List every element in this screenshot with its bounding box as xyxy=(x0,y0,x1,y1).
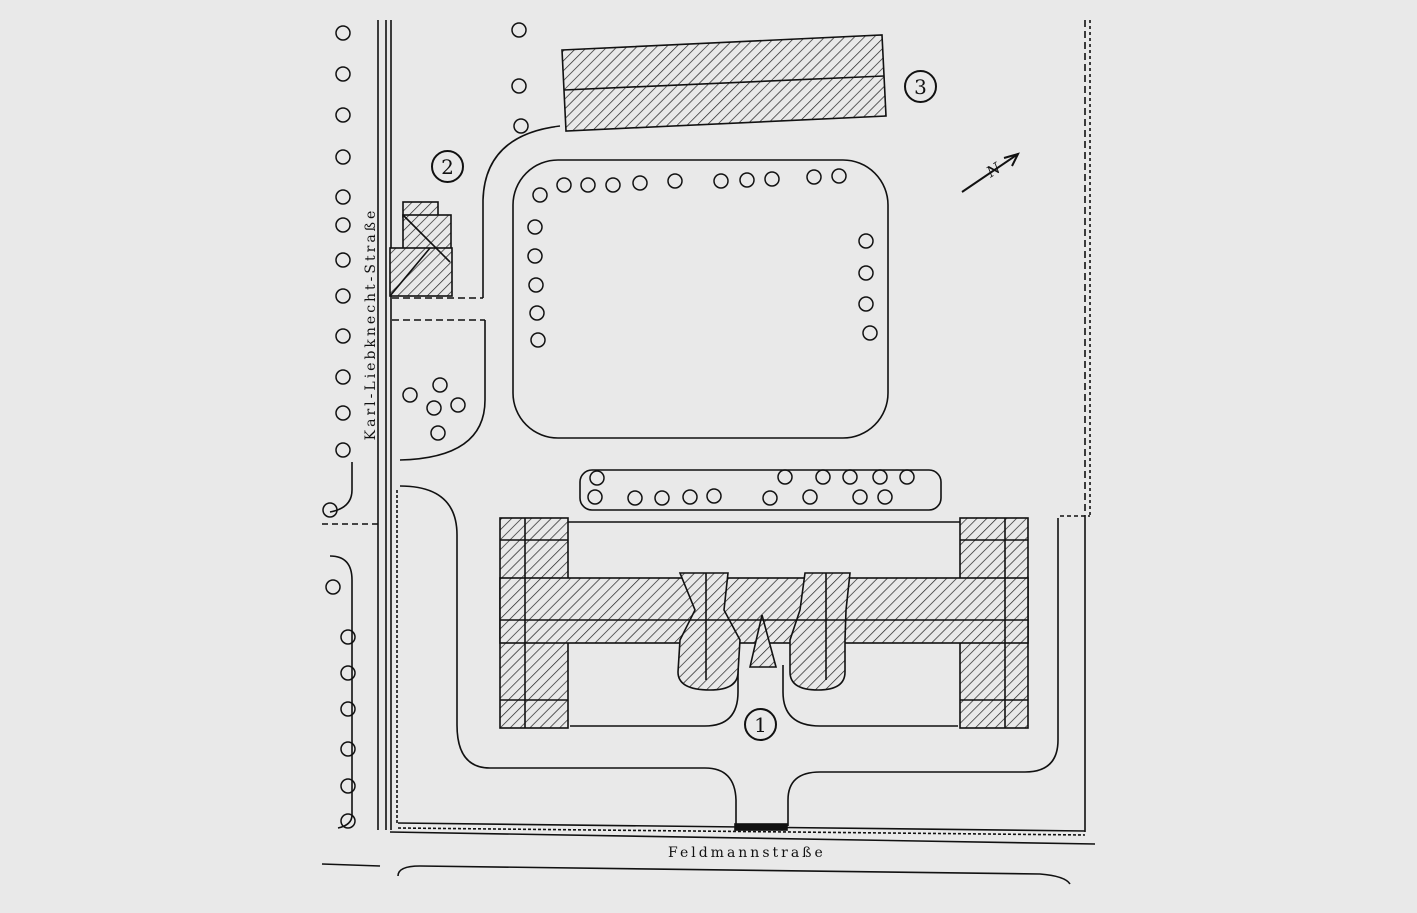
tree-icon xyxy=(815,469,831,485)
tree-icon xyxy=(426,400,442,416)
trees xyxy=(322,22,915,829)
tree-icon xyxy=(335,189,351,205)
feldmann-street xyxy=(321,822,1096,885)
tree-icon xyxy=(632,175,648,191)
tree-icon xyxy=(706,488,722,504)
feldmann-street-label: Feldmannstraße xyxy=(668,845,826,861)
tree-icon xyxy=(335,442,351,458)
tree-icon xyxy=(335,328,351,344)
tree-icon xyxy=(587,489,603,505)
tree-icon xyxy=(340,813,356,829)
building-3 xyxy=(561,34,887,132)
tree-icon xyxy=(450,397,466,413)
tree-icon xyxy=(432,377,448,393)
tree-icon xyxy=(335,405,351,421)
tree-icon xyxy=(340,701,356,717)
tree-icon xyxy=(513,118,529,134)
tree-icon xyxy=(852,489,868,505)
tree-icon xyxy=(335,217,351,233)
tree-icon xyxy=(511,78,527,94)
tree-icon xyxy=(340,778,356,794)
tree-icon xyxy=(340,629,356,645)
tree-icon xyxy=(877,489,893,505)
tree-icon xyxy=(713,173,729,189)
building-2 xyxy=(389,201,453,297)
tree-icon xyxy=(764,171,780,187)
tree-icon xyxy=(335,288,351,304)
east-boundary xyxy=(1060,20,1091,832)
tree-icon xyxy=(532,187,548,203)
karl-liebknecht-street xyxy=(322,20,398,830)
tree-icon xyxy=(589,470,605,486)
tree-icon xyxy=(530,332,546,348)
tree-icon xyxy=(806,169,822,185)
building-marker-3: 3 xyxy=(904,70,937,103)
tree-icon xyxy=(335,25,351,41)
building-marker-1: 1 xyxy=(744,708,777,741)
tree-icon xyxy=(842,469,858,485)
tree-icon xyxy=(528,277,544,293)
tree-icon xyxy=(402,387,418,403)
tree-icon xyxy=(430,425,446,441)
tree-icon xyxy=(899,469,915,485)
tree-icon xyxy=(556,177,572,193)
tree-icon xyxy=(325,579,341,595)
tree-icon xyxy=(627,490,643,506)
building-1 xyxy=(499,517,1029,729)
tree-icon xyxy=(667,173,683,189)
tree-icon xyxy=(340,741,356,757)
tree-icon xyxy=(739,172,755,188)
tree-icon xyxy=(527,219,543,235)
driveways xyxy=(392,125,1059,826)
tree-icon xyxy=(529,305,545,321)
tree-strip xyxy=(579,469,942,511)
karl-liebknecht-street-label: Karl-Liebknecht-Straße xyxy=(363,207,379,441)
tree-icon xyxy=(682,489,698,505)
tree-icon xyxy=(654,490,670,506)
tree-icon xyxy=(580,177,596,193)
tree-icon xyxy=(831,168,847,184)
tree-icon xyxy=(511,22,527,38)
central-lawn xyxy=(512,159,889,439)
tree-icon xyxy=(802,489,818,505)
tree-icon xyxy=(858,233,874,249)
tree-icon xyxy=(872,469,888,485)
tree-icon xyxy=(858,296,874,312)
tree-icon xyxy=(777,469,793,485)
tree-icon xyxy=(322,502,338,518)
tree-icon xyxy=(762,490,778,506)
tree-icon xyxy=(335,66,351,82)
tree-icon xyxy=(335,369,351,385)
tree-icon xyxy=(335,107,351,123)
north-arrow xyxy=(961,152,1020,193)
tree-icon xyxy=(605,177,621,193)
tree-icon xyxy=(858,265,874,281)
tree-icon xyxy=(340,665,356,681)
tree-icon xyxy=(335,252,351,268)
tree-icon xyxy=(862,325,878,341)
tree-icon xyxy=(335,149,351,165)
building-marker-2: 2 xyxy=(431,150,464,183)
tree-icon xyxy=(527,248,543,264)
